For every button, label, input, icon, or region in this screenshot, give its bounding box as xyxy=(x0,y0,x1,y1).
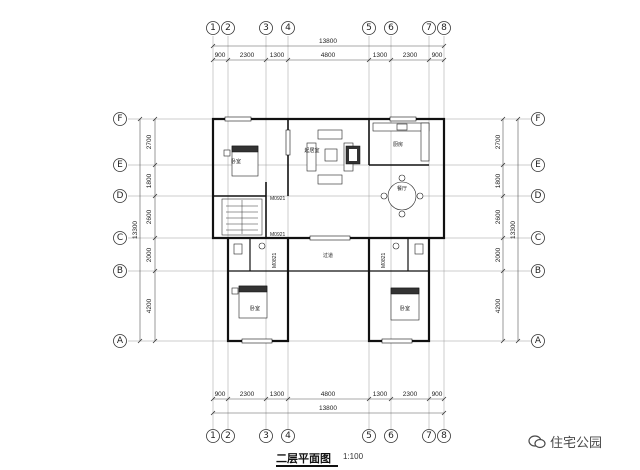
row-axis-left-d: D xyxy=(117,191,124,201)
right-dim-3: 2600 xyxy=(495,209,502,224)
bottom-dim-5: 1300 xyxy=(373,391,388,398)
row-axis-right-a: A xyxy=(535,336,542,346)
top-dim-4: 4800 xyxy=(321,52,336,59)
bottom-dimensions: 900 2300 1300 4800 1300 2300 900 13800 xyxy=(210,391,447,416)
row-axis-right: F E D C B A xyxy=(531,112,545,348)
row-axis-left-a: A xyxy=(117,336,124,346)
row-axis-left-c: C xyxy=(117,233,123,243)
door-label-1: M0921 xyxy=(270,196,286,202)
top-dim-3: 1300 xyxy=(270,52,285,59)
row-axis-right-e: E xyxy=(535,160,541,170)
col-axis-bottom-2: 2 xyxy=(225,431,231,441)
room-bedroom-sw: 卧室 xyxy=(250,305,260,312)
watermark-text: 住宅公园 xyxy=(550,436,603,451)
row-axis-right-f: F xyxy=(535,114,540,124)
row-axis-right-d: D xyxy=(535,191,542,201)
col-axis-bottom-3: 3 xyxy=(263,431,269,441)
right-dim-1: 2700 xyxy=(495,134,502,149)
top-total-dim: 13800 xyxy=(319,38,337,45)
right-dim-2: 1800 xyxy=(495,173,502,188)
door-label-4: M0821 xyxy=(381,252,387,268)
bottom-dim-4: 4800 xyxy=(321,391,336,398)
col-axis-top-4: 4 xyxy=(285,23,291,33)
col-axis-top-5: 5 xyxy=(366,23,372,33)
right-dim-4: 2000 xyxy=(495,247,502,262)
bottom-dim-1: 900 xyxy=(215,391,226,398)
left-dimensions: 13300 2700 1800 2600 2000 4200 xyxy=(132,116,158,344)
kitchen-counter xyxy=(372,122,430,162)
col-axis-top-2: 2 xyxy=(225,23,231,33)
top-dim-1: 900 xyxy=(215,52,226,59)
col-axis-top-7: 7 xyxy=(426,23,432,33)
wechat-icon xyxy=(528,434,546,449)
room-family-hall: 起居室 xyxy=(304,147,319,154)
top-dim-6: 2300 xyxy=(403,52,418,59)
room-kitchen: 厨房 xyxy=(393,141,403,148)
door-label-2: M0921 xyxy=(270,232,286,238)
room-corridor: 过道 xyxy=(323,252,333,259)
col-axis-bottom-1: 1 xyxy=(210,431,216,441)
right-total-dim: 13300 xyxy=(510,221,517,239)
dining-table xyxy=(380,174,424,218)
left-dim-5: 4200 xyxy=(146,298,153,313)
bottom-dim-6: 2300 xyxy=(403,391,418,398)
bottom-total-dim: 13800 xyxy=(319,405,337,412)
col-axis-top-3: 3 xyxy=(263,23,269,33)
bed-nw xyxy=(223,145,259,177)
room-bedroom-nw: 卧室 xyxy=(231,158,241,165)
col-axis-bottom-5: 5 xyxy=(366,431,372,441)
drawing-title: 二层平面图 xyxy=(276,452,331,465)
left-dim-4: 2000 xyxy=(146,247,153,262)
left-dim-2: 1800 xyxy=(146,173,153,188)
top-dim-2: 2300 xyxy=(240,52,255,59)
row-axis-left-f: F xyxy=(117,114,122,124)
row-axis-left: F E D C B A xyxy=(113,112,127,348)
row-axis-left-b: B xyxy=(117,266,123,276)
top-dimensions: 13800 900 2300 1300 4800 1300 2300 900 xyxy=(210,38,447,63)
title-underline xyxy=(276,465,338,467)
col-axis-top-6: 6 xyxy=(388,23,394,33)
row-axis-right-b: B xyxy=(535,266,541,276)
col-axis-bottom-6: 6 xyxy=(388,431,394,441)
door-label-3: M0821 xyxy=(272,252,278,268)
top-dim-7: 900 xyxy=(432,52,443,59)
bathrooms xyxy=(233,242,424,255)
bottom-dim-7: 900 xyxy=(432,391,443,398)
column-axis-top: 1 2 3 4 5 6 7 8 xyxy=(206,21,451,35)
staircase xyxy=(221,198,263,236)
col-axis-bottom-4: 4 xyxy=(285,431,291,441)
room-dining: 餐厅 xyxy=(397,185,407,192)
sofa-set xyxy=(306,129,361,185)
left-dim-3: 2600 xyxy=(146,209,153,224)
room-bedroom-se: 卧室 xyxy=(400,305,410,312)
top-dim-5: 1300 xyxy=(373,52,388,59)
vertical-grid-lines xyxy=(212,36,445,432)
bed-se xyxy=(390,287,420,321)
row-axis-left-e: E xyxy=(117,160,123,170)
drawing-scale: 1:100 xyxy=(343,452,364,461)
walls xyxy=(211,116,446,344)
bottom-dim-2: 2300 xyxy=(240,391,255,398)
col-axis-bottom-7: 7 xyxy=(426,431,432,441)
bottom-dim-3: 1300 xyxy=(270,391,285,398)
left-dim-1: 2700 xyxy=(146,134,153,149)
right-dimensions: 2700 1800 2600 2000 4200 13300 xyxy=(495,116,521,344)
col-axis-top-1: 1 xyxy=(210,23,216,33)
watermark: 住宅公园 xyxy=(528,432,602,451)
col-axis-bottom-8: 8 xyxy=(441,431,447,441)
row-axis-right-c: C xyxy=(535,233,541,243)
right-dim-5: 4200 xyxy=(495,298,502,313)
bed-sw xyxy=(231,285,268,319)
col-axis-top-8: 8 xyxy=(441,23,447,33)
column-axis-bottom: 1 2 3 4 5 6 7 8 xyxy=(206,429,451,443)
left-total-dim: 13300 xyxy=(132,221,139,239)
